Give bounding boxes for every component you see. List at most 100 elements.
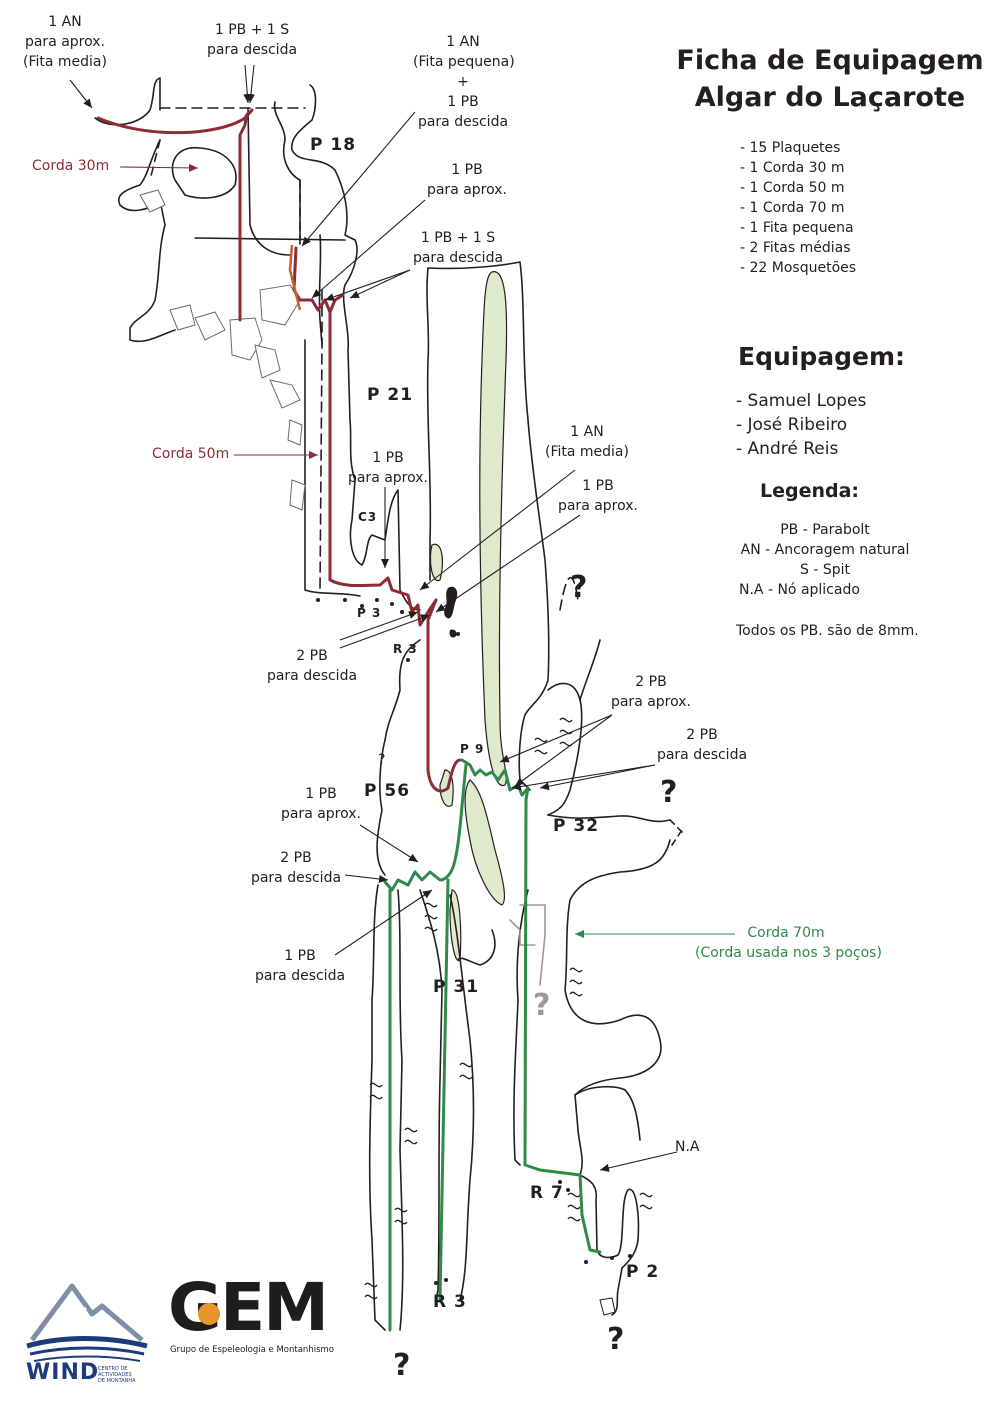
- anchor-text: para descida: [412, 250, 504, 266]
- anchor-text: 1 PB: [284, 948, 316, 964]
- wind-subtext-line: ACTIVIDADES: [98, 1372, 132, 1378]
- anchor-text: 1 PB + 1 S: [420, 230, 496, 246]
- anchor-text: 1 AN: [570, 424, 604, 440]
- anchor-label-12: 1 PB para aprox.: [276, 784, 366, 824]
- anchor-label-8: 1 PB para aprox.: [553, 476, 643, 516]
- shaft-c3: C3: [358, 510, 378, 524]
- team-member: - José Ribeiro: [736, 415, 848, 435]
- anchor-label-6: 1 PB para aprox.: [346, 448, 430, 488]
- unexplored-mark: ?: [570, 570, 588, 605]
- knot-label: N.A: [675, 1139, 700, 1155]
- shaft-p3: P 3: [357, 606, 382, 620]
- anchor-label-5: 1 PB + 1 S para descida: [408, 228, 508, 268]
- wind-subtext-line: DE MONTANHA: [98, 1378, 136, 1384]
- flowstone-marks: [364, 717, 653, 1300]
- wind-subtext-line: CENTRO DE: [98, 1366, 128, 1372]
- mountain-icon: [26, 1283, 148, 1362]
- anchor-text: para descida: [266, 668, 358, 684]
- anchor-text: 1 PB: [305, 786, 337, 802]
- anchor-text: para aprox.: [24, 34, 106, 50]
- anchor-text: para descida: [250, 870, 342, 886]
- anchor-text: 2 PB: [686, 727, 718, 743]
- anchor-label-13: 2 PB para descida: [248, 848, 344, 888]
- legend-heading: Legenda:: [760, 480, 860, 502]
- shaft-p9: P 9: [460, 742, 485, 756]
- anchor-text: 1 PB: [447, 94, 479, 110]
- material-item: - 1 Corda 50 m: [740, 180, 845, 196]
- anchor-text: 1 PB: [372, 450, 404, 466]
- unexplored-mark: ?: [533, 988, 551, 1023]
- title-line-2: Algar do Laçarote: [694, 82, 966, 113]
- rope-70m-note: (Corda usada nos 3 poços): [695, 945, 882, 961]
- material-item: - 1 Fita pequena: [740, 220, 854, 236]
- shaft-p56: P 56: [364, 781, 411, 801]
- page-title: Ficha de Equipagem Algar do Laçarote: [665, 42, 992, 116]
- unexplored-mark: ?: [660, 775, 678, 810]
- anchor-text: 1 PB: [451, 162, 483, 178]
- rope-70m-name: Corda 70m: [747, 925, 825, 941]
- legend-entry: AN - Ancoragem natural: [740, 542, 910, 558]
- anchor-text: 1 AN: [48, 14, 82, 30]
- anchor-text: para descida: [254, 968, 346, 984]
- shaft-r3-lower: R 3: [433, 1292, 467, 1312]
- anchor-text: 2 PB: [635, 674, 667, 690]
- team-heading: Equipagem:: [738, 342, 906, 371]
- shaft-p21: P 21: [367, 385, 414, 405]
- legend-list: PB - Parabolt AN - Ancoragem natural S -…: [725, 520, 925, 600]
- wind-subtext: CENTRO DE ACTIVIDADES DE MONTANHA: [98, 1366, 136, 1384]
- anchor-label-14: 1 PB para descida: [252, 946, 348, 986]
- material-item: - 1 Corda 70 m: [740, 200, 845, 216]
- legend-entry: N.A - Nó aplicado: [739, 582, 860, 598]
- anchor-text: 2 PB: [280, 850, 312, 866]
- rope-30m-label: Corda 30m: [32, 158, 110, 174]
- material-item: - 1 Corda 30 m: [740, 160, 845, 176]
- anchor-label-7: 1 AN (Fita media): [542, 422, 632, 462]
- team-member: - André Reis: [736, 439, 839, 459]
- anchor-text: 1 AN: [446, 34, 480, 50]
- leader-lines: [69, 64, 678, 1172]
- anchor-text: 1 PB + 1 S: [214, 22, 290, 38]
- anchor-text: +: [457, 74, 469, 90]
- wind-wordmark: WIND: [26, 1360, 100, 1385]
- material-item: - 15 Plaquetes: [740, 140, 841, 156]
- material-item: - 2 Fitas médias: [740, 240, 851, 256]
- legend-entry: PB - Parabolt: [780, 522, 870, 538]
- anchor-label-11: 2 PB para descida: [654, 725, 750, 765]
- rope-70m: [383, 758, 602, 1332]
- anchor-text: para aprox.: [557, 498, 639, 514]
- anchor-text: para aprox.: [280, 806, 362, 822]
- material-item: - 22 Mosquetões: [740, 260, 857, 276]
- rock-columns: [429, 271, 508, 962]
- p3-rock-fragments: [444, 586, 458, 638]
- arrow-rope-30m: [119, 163, 199, 172]
- legend-note: Todos os PB. são de 8mm.: [736, 623, 919, 639]
- rope-50m-label: Corda 50m: [152, 446, 230, 462]
- team-member: - Samuel Lopes: [736, 391, 867, 411]
- wind-logo: WIND CENTRO DE ACTIVIDADES DE MONTANHA: [22, 1278, 152, 1388]
- anchor-text: para aprox.: [347, 470, 429, 486]
- team-list: - Samuel Lopes - José Ribeiro - André Re…: [736, 389, 866, 461]
- shaft-p18: P 18: [310, 135, 357, 155]
- anchor-label-2: 1 PB + 1 S para descida: [202, 20, 302, 60]
- title-line-1: Ficha de Equipagem: [676, 45, 984, 76]
- boulders: [139, 189, 616, 1316]
- gem-wordmark: GEM: [168, 1269, 329, 1346]
- anchor-label-3: 1 AN (Fita pequena) + 1 PB para descida: [413, 32, 515, 132]
- anchor-text: 1 PB: [582, 478, 614, 494]
- rope-70m-label: Corda 70m (Corda usada nos 3 poços): [695, 923, 882, 963]
- legend-entry: S - Spit: [800, 562, 850, 578]
- anchor-text: (Fita pequena): [413, 54, 515, 70]
- anchor-text: para descida: [417, 114, 509, 130]
- anchor-text: (Fita media): [545, 444, 629, 460]
- anchor-label-1: 1 AN para aprox. (Fita media): [22, 12, 108, 72]
- anchor-text: para descida: [206, 42, 298, 58]
- shaft-p32: P 32: [553, 816, 600, 836]
- unexplored-mark-small: ?: [378, 752, 386, 768]
- rope-50m-upper-brown: [288, 244, 302, 311]
- unexplored-mark: ?: [393, 1348, 411, 1383]
- anchor-dots: [316, 598, 632, 1285]
- shaft-r7: R 7: [530, 1183, 564, 1203]
- shaft-r3-upper: R 3: [393, 642, 418, 656]
- gem-subtitle: Grupo de Espeleologia e Montanhismo: [170, 1345, 334, 1355]
